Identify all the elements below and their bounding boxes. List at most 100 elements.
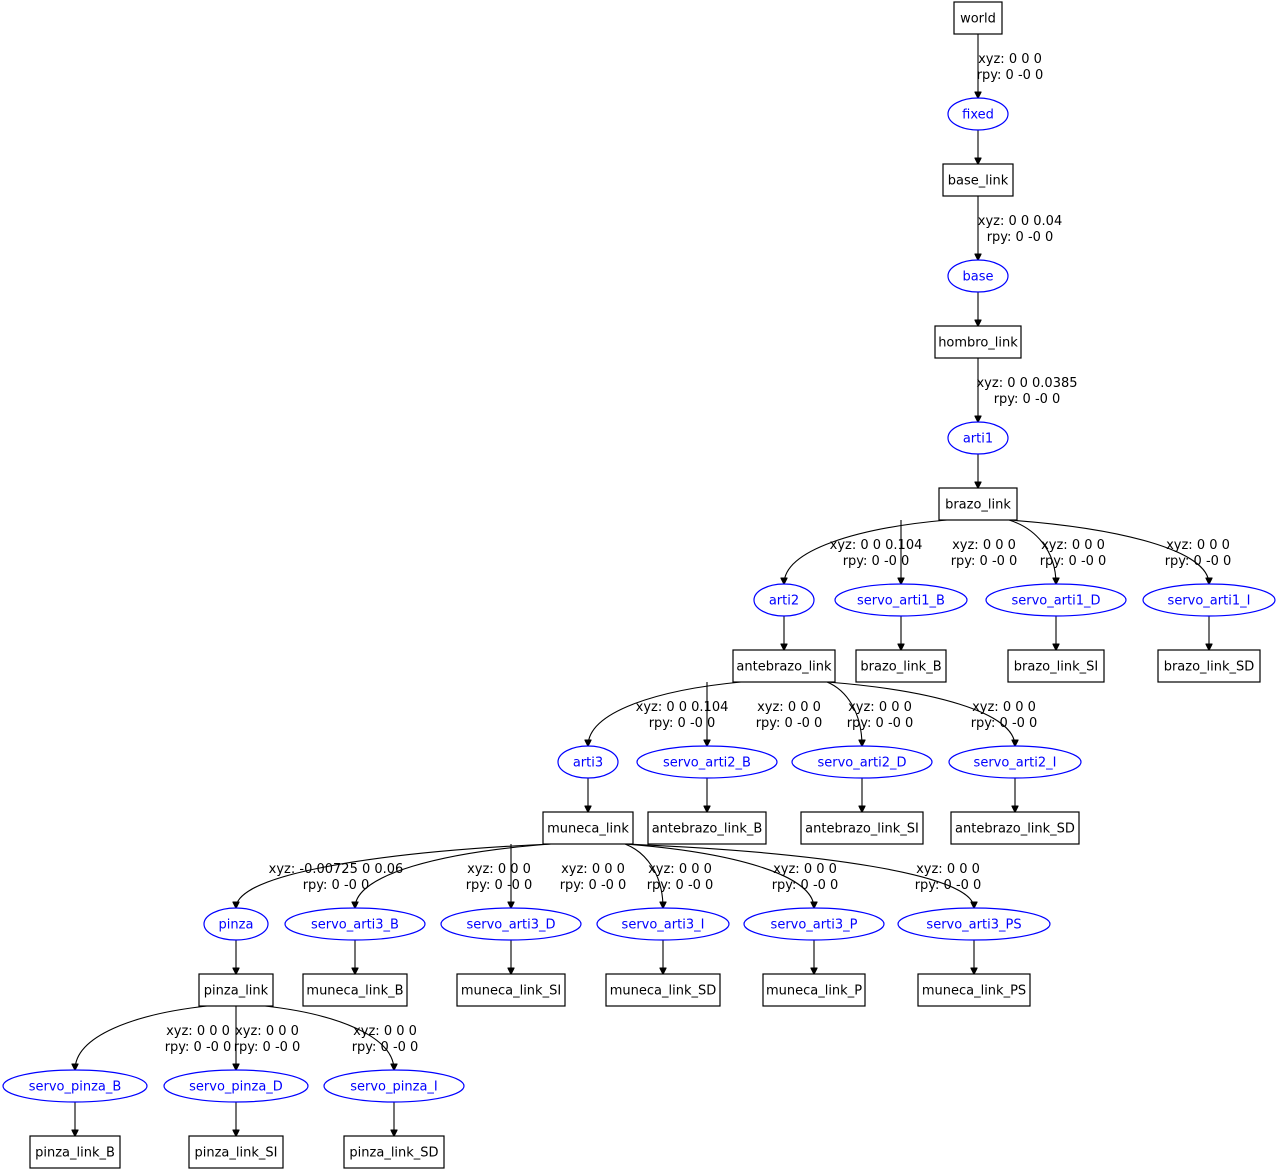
joint-rpy-arti3: rpy: 0 -0 0 bbox=[649, 716, 716, 731]
joint-label-pinza: pinza bbox=[219, 918, 254, 933]
joint-node-arti3: arti3 bbox=[557, 745, 619, 779]
joint-ellipse-servo-arti2-b bbox=[636, 745, 778, 779]
joint-node-base: base bbox=[947, 259, 1009, 293]
link-node-world: world bbox=[953, 1, 1003, 35]
joint-ellipse-fixed bbox=[947, 97, 1009, 131]
joint-node-pinza: pinza bbox=[203, 907, 269, 941]
link-label-antebrazo-link: antebrazo_link bbox=[736, 660, 832, 675]
link-node-pinza-link-si: pinza_link_SI bbox=[188, 1135, 284, 1169]
joint-ellipse-arti3 bbox=[557, 745, 619, 779]
joint-label-servo-arti2-i: servo_arti2_I bbox=[974, 756, 1057, 771]
joint-node-servo-arti2-i: servo_arti2_I bbox=[948, 745, 1082, 779]
joint-ellipse-servo-arti2-i bbox=[948, 745, 1082, 779]
joint-xyz-servo-arti1-d: xyz: 0 0 0 bbox=[1041, 538, 1105, 553]
edge-brazo-link-to-servo-arti1-d bbox=[1008, 519, 1056, 584]
link-node-muneca-link-sd: muneca_link_SD bbox=[605, 973, 721, 1007]
joint-rpy-servo-arti2-b: rpy: 0 -0 0 bbox=[756, 716, 823, 731]
joint-xyz-arti2: xyz: 0 0 0.104 bbox=[830, 538, 923, 553]
joint-rpy-servo-arti2-i: rpy: 0 -0 0 bbox=[971, 716, 1038, 731]
link-label-muneca-link-sd: muneca_link_SD bbox=[610, 984, 717, 999]
joint-rpy-servo-arti1-i: rpy: 0 -0 0 bbox=[1165, 554, 1232, 569]
link-box-base-link bbox=[942, 163, 1014, 197]
link-node-brazo-link: brazo_link bbox=[938, 487, 1018, 521]
joint-node-arti2: arti2 bbox=[753, 583, 815, 617]
link-box-brazo-link-b bbox=[855, 649, 947, 683]
joint-xyz-arti1: xyz: 0 0 0.0385 bbox=[976, 376, 1077, 391]
joint-xyz-servo-arti3-d: xyz: 0 0 0 bbox=[561, 862, 625, 877]
joint-ellipse-servo-arti3-d bbox=[440, 907, 582, 941]
link-label-pinza-link-b: pinza_link_B bbox=[35, 1146, 115, 1161]
link-label-pinza-link-sd: pinza_link_SD bbox=[349, 1146, 438, 1161]
link-label-muneca-link-ps: muneca_link_PS bbox=[922, 984, 1026, 999]
joint-label-servo-arti3-ps: servo_arti3_PS bbox=[926, 918, 1021, 933]
joint-ellipse-arti2 bbox=[753, 583, 815, 617]
link-label-muneca-link: muneca_link bbox=[547, 822, 629, 837]
joint-xyz-arti3: xyz: 0 0 0.104 bbox=[636, 700, 729, 715]
joint-rpy-arti2: rpy: 0 -0 0 bbox=[843, 554, 910, 569]
link-node-hombro-link: hombro_link bbox=[934, 325, 1022, 359]
joint-xyz-pinza: xyz: -0.00725 0 0.06 bbox=[269, 862, 404, 877]
joint-node-servo-pinza-b: servo_pinza_B bbox=[2, 1069, 148, 1103]
edge-brazo-link-to-arti2 bbox=[784, 519, 948, 584]
link-node-pinza-link-b: pinza_link_B bbox=[29, 1135, 121, 1169]
joint-label-servo-arti1-b: servo_arti1_B bbox=[857, 594, 945, 609]
link-box-muneca-link-b bbox=[302, 973, 408, 1007]
link-label-brazo-link-b: brazo_link_B bbox=[860, 660, 941, 675]
joint-ellipse-servo-arti2-d bbox=[791, 745, 933, 779]
link-node-pinza-link-sd: pinza_link_SD bbox=[343, 1135, 445, 1169]
link-box-brazo-link-sd bbox=[1157, 649, 1261, 683]
link-box-antebrazo-link-sd bbox=[950, 811, 1080, 845]
joint-rpy-pinza: rpy: 0 -0 0 bbox=[303, 878, 370, 893]
joint-label-servo-arti1-d: servo_arti1_D bbox=[1011, 594, 1100, 609]
link-label-pinza-link: pinza_link bbox=[204, 984, 269, 999]
link-box-muneca-link-ps bbox=[917, 973, 1031, 1007]
joint-ellipse-servo-arti1-b bbox=[834, 583, 968, 617]
joint-xyz-servo-arti2-b: xyz: 0 0 0 bbox=[757, 700, 821, 715]
joint-label-servo-pinza-b: servo_pinza_B bbox=[29, 1080, 122, 1095]
link-box-brazo-link bbox=[938, 487, 1018, 521]
joint-node-servo-arti3-p: servo_arti3_P bbox=[743, 907, 885, 941]
edge-muneca-link-to-pinza bbox=[236, 843, 552, 908]
joint-rpy-servo-arti3-b: rpy: 0 -0 0 bbox=[466, 878, 533, 893]
link-node-brazo-link-si: brazo_link_SI bbox=[1007, 649, 1105, 683]
joint-rpy-servo-arti3-i: rpy: 0 -0 0 bbox=[647, 878, 714, 893]
link-box-hombro-link bbox=[934, 325, 1022, 359]
joint-ellipse-servo-pinza-i bbox=[323, 1069, 465, 1103]
joint-node-servo-arti1-i: servo_arti1_I bbox=[1142, 583, 1276, 617]
joint-label-fixed: fixed bbox=[962, 108, 994, 123]
joint-xyz-servo-pinza-d: xyz: 0 0 0 bbox=[235, 1024, 299, 1039]
joint-label-base: base bbox=[963, 270, 994, 285]
joint-node-fixed: fixed bbox=[947, 97, 1009, 131]
joint-node-servo-arti2-b: servo_arti2_B bbox=[636, 745, 778, 779]
link-node-muneca-link: muneca_link bbox=[542, 811, 634, 845]
joint-rpy-fixed: rpy: 0 -0 0 bbox=[977, 68, 1044, 83]
link-box-muneca-link bbox=[542, 811, 634, 845]
link-node-muneca-link-si: muneca_link_SI bbox=[456, 973, 566, 1007]
joint-label-servo-arti1-i: servo_arti1_I bbox=[1168, 594, 1251, 609]
joint-xyz-base: xyz: 0 0 0.04 bbox=[978, 214, 1062, 229]
joint-xyz-fixed: xyz: 0 0 0 bbox=[978, 52, 1042, 67]
edge-pinza-link-to-servo-pinza-b bbox=[75, 1005, 208, 1070]
joint-rpy-arti1: rpy: 0 -0 0 bbox=[994, 392, 1061, 407]
joint-node-servo-arti3-ps: servo_arti3_PS bbox=[897, 907, 1051, 941]
joint-node-servo-pinza-i: servo_pinza_I bbox=[323, 1069, 465, 1103]
link-node-muneca-link-ps: muneca_link_PS bbox=[917, 973, 1031, 1007]
joint-ellipse-pinza bbox=[203, 907, 269, 941]
edge-antebrazo-link-to-arti3 bbox=[588, 681, 742, 746]
link-label-antebrazo-link-sd: antebrazo_link_SD bbox=[955, 822, 1075, 837]
joint-label-servo-arti3-i: servo_arti3_I bbox=[622, 918, 705, 933]
edge-muneca-link-to-servo-arti3-ps bbox=[624, 843, 974, 908]
link-box-antebrazo-link-b bbox=[647, 811, 767, 845]
edge-brazo-link-to-servo-arti1-i bbox=[1008, 519, 1209, 584]
link-node-muneca-link-b: muneca_link_B bbox=[302, 973, 408, 1007]
edge-antebrazo-link-to-servo-arti2-d bbox=[826, 681, 862, 746]
joint-ellipse-servo-arti3-i bbox=[596, 907, 730, 941]
link-label-muneca-link-p: muneca_link_P bbox=[766, 984, 862, 999]
edge-antebrazo-link-to-servo-arti2-i bbox=[826, 681, 1015, 746]
link-node-base-link: base_link bbox=[942, 163, 1014, 197]
link-box-pinza-link bbox=[198, 973, 274, 1007]
joint-rpy-servo-arti3-p: rpy: 0 -0 0 bbox=[772, 878, 839, 893]
link-node-antebrazo-link: antebrazo_link bbox=[732, 649, 836, 683]
joint-label-arti3: arti3 bbox=[573, 756, 603, 771]
link-label-base-link: base_link bbox=[948, 174, 1009, 189]
